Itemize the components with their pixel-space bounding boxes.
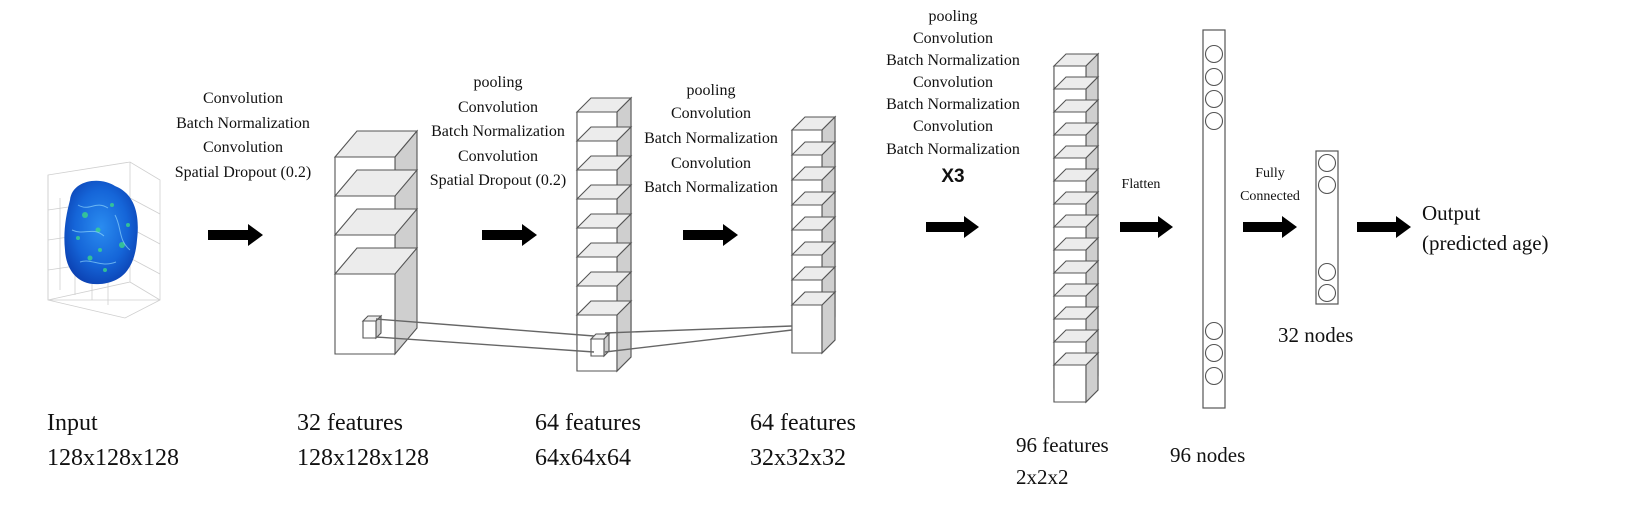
captions: Input 128x128x128 32 features 128x128x12…: [47, 323, 1353, 489]
op-label: Convolution: [671, 155, 751, 172]
slab-face: [791, 304, 823, 354]
node: [1317, 153, 1337, 173]
caption-64b-size: 32x32x32: [750, 445, 846, 471]
op-label: Convolution: [913, 74, 993, 91]
arrow-2: [482, 224, 537, 246]
caption-input-size: 128x128x128: [47, 445, 179, 471]
op-label: Batch Normalization: [176, 115, 310, 132]
op-label: Batch Normalization: [644, 130, 778, 147]
slab-face: [575, 300, 633, 316]
op-label: pooling: [687, 82, 736, 99]
output-label: Output: [1422, 201, 1481, 225]
caption-96-size: 2x2x2: [1016, 465, 1069, 489]
op-label: Convolution: [203, 139, 283, 156]
op-label: Batch Normalization: [886, 96, 1020, 113]
node: [1204, 44, 1224, 64]
op-label: Convolution: [458, 148, 538, 165]
caption-32-size: 128x128x128: [297, 445, 429, 471]
arrow-6: [1243, 216, 1297, 238]
op-label: Batch Normalization: [886, 141, 1020, 158]
slab-face: [590, 338, 605, 357]
ops-block-1: Convolution Batch Normalization Convolut…: [175, 90, 311, 181]
node: [1204, 89, 1224, 109]
op-label: pooling: [929, 8, 978, 25]
op-label: Batch Normalization: [886, 52, 1020, 69]
op-label: Convolution: [671, 105, 751, 122]
op-label: Batch Normalization: [431, 123, 565, 140]
arrow-3: [683, 224, 738, 246]
op-label: Convolution: [913, 118, 993, 135]
arrow-4: [926, 216, 979, 238]
fully-connected-label: Fully: [1255, 166, 1285, 181]
input-brain-image: [47, 161, 161, 319]
node: [1204, 67, 1224, 87]
node: [1317, 262, 1337, 282]
dense-layer-32-nodes: [1315, 150, 1339, 305]
slab-face: [790, 291, 837, 306]
caption-32-features: 32 features: [297, 410, 403, 436]
op-label: pooling: [474, 74, 523, 91]
op-label: Spatial Dropout (0.2): [430, 172, 566, 189]
feature-stack-64-b: [790, 115, 837, 355]
op-label: Convolution: [913, 30, 993, 47]
output-sublabel: (predicted age): [1422, 231, 1549, 255]
arrow-5: [1120, 216, 1173, 238]
fully-connected-label: Connected: [1240, 189, 1300, 204]
op-label: Batch Normalization: [644, 179, 778, 196]
slab-face: [1053, 364, 1087, 403]
flow-arrows: [208, 216, 1411, 246]
node: [1204, 343, 1224, 363]
caption-96-nodes: 96 nodes: [1170, 443, 1245, 467]
arrow-7: [1357, 216, 1411, 238]
op-label: Spatial Dropout (0.2): [175, 164, 311, 181]
caption-32-nodes: 32 nodes: [1278, 323, 1353, 347]
node: [1204, 366, 1224, 386]
feature-stack-32: [333, 129, 419, 356]
dense-layer-96-nodes: [1202, 29, 1226, 409]
caption-64a-features: 64 features: [535, 410, 641, 436]
feature-stack-64-a: [575, 96, 633, 373]
ops-block-2: pooling Convolution Batch Normalization …: [430, 74, 566, 189]
feature-stack-96: [1052, 52, 1100, 404]
caption-96-features: 96 features: [1016, 433, 1109, 457]
caption-input-title: Input: [47, 410, 98, 436]
receptive-field-lines: [375, 318, 793, 353]
node: [1317, 283, 1337, 303]
op-label: Convolution: [203, 90, 283, 107]
flatten-label: Flatten: [1122, 177, 1161, 192]
ops-block-3: pooling Convolution Batch Normalization …: [644, 82, 778, 196]
node: [1317, 175, 1337, 195]
repeat-label: X3: [941, 166, 964, 187]
arrow-1: [208, 224, 263, 246]
ops-block-4: pooling Convolution Batch Normalization …: [886, 8, 1020, 187]
slab-face: [1052, 352, 1100, 366]
op-label: Convolution: [458, 99, 538, 116]
node: [1204, 111, 1224, 131]
caption-64b-features: 64 features: [750, 410, 856, 436]
node: [1204, 321, 1224, 341]
caption-64a-size: 64x64x64: [535, 445, 631, 471]
